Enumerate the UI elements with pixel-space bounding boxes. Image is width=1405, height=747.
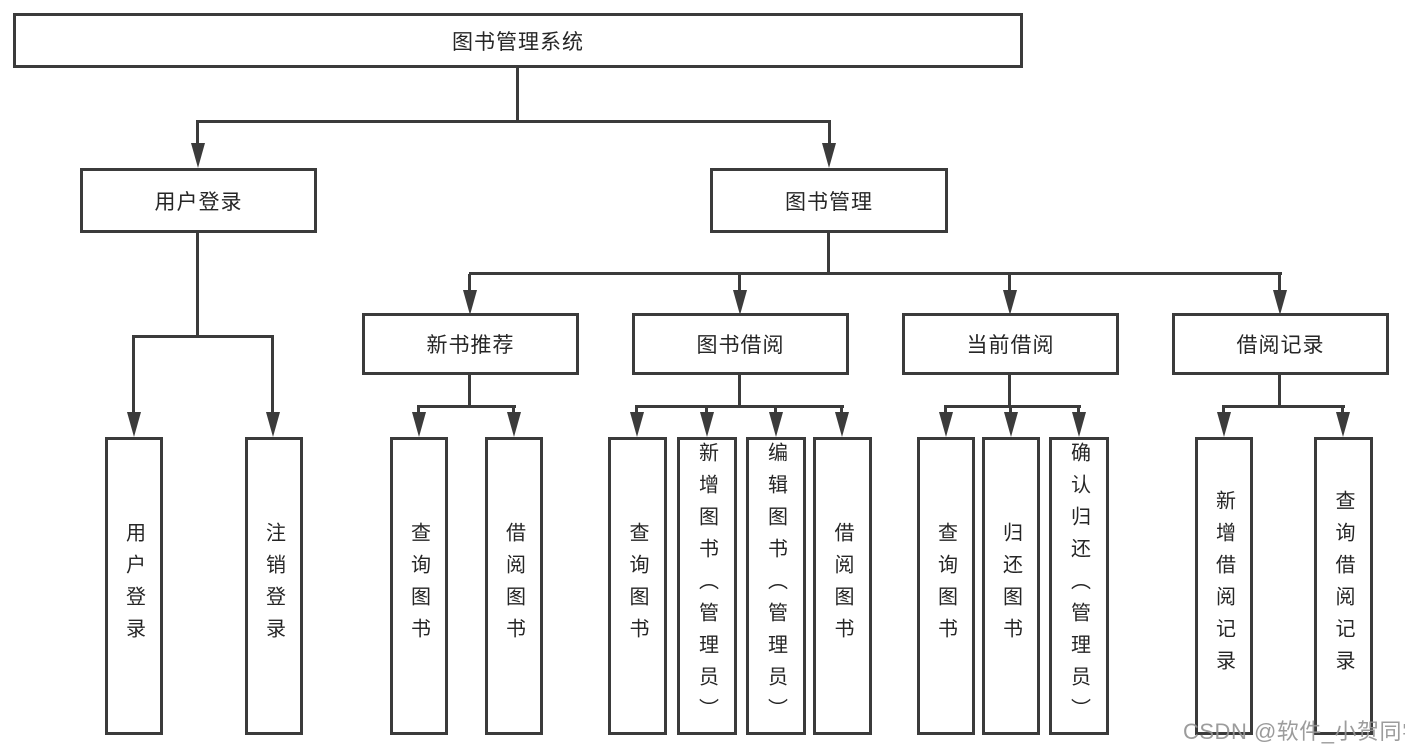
arrowhead-icon <box>463 290 477 315</box>
arrowhead-icon <box>939 412 953 437</box>
connector-user-bar <box>133 335 274 338</box>
connector-mgmt-drop-1 <box>468 274 471 292</box>
connector-borrow-drop-2 <box>705 405 708 414</box>
node-book-borrow: 图书借阅 <box>632 313 849 375</box>
connector-user-trunk <box>196 233 199 335</box>
connector-borrow-trunk <box>738 375 741 406</box>
leaf-borrow-query-books: 查询图书 <box>608 437 667 735</box>
arrowhead-icon <box>835 412 849 437</box>
connector-rec-drop-2 <box>512 405 515 414</box>
node-current-borrow: 当前借阅 <box>902 313 1119 375</box>
connector-records-trunk <box>1278 375 1281 406</box>
connector-rec-bar <box>417 405 516 408</box>
connector-current-drop-3 <box>1077 405 1080 414</box>
connector-records-drop-1 <box>1222 405 1225 414</box>
connector-current-drop-2 <box>1009 405 1012 414</box>
arrowhead-icon <box>127 412 141 437</box>
leaf-current-query-books: 查询图书 <box>917 437 975 735</box>
arrowhead-icon <box>1072 412 1086 437</box>
leaf-rec-borrow-books: 借阅图书 <box>485 437 543 735</box>
arrowhead-icon <box>769 412 783 437</box>
leaf-return-books: 归还图书 <box>982 437 1040 735</box>
arrowhead-icon <box>507 412 521 437</box>
arrowhead-icon <box>191 143 205 168</box>
arrowhead-icon <box>1217 412 1231 437</box>
arrowhead-icon <box>1004 412 1018 437</box>
leaf-borrow-books: 借阅图书 <box>813 437 872 735</box>
connector-mgmt-drop-3 <box>1008 274 1011 292</box>
connector-borrow-drop-3 <box>774 405 777 414</box>
connector-borrow-bar <box>636 405 844 408</box>
arrowhead-icon <box>700 412 714 437</box>
leaf-add-borrow-record: 新增借阅记录 <box>1195 437 1253 735</box>
arrowhead-icon <box>1273 290 1287 315</box>
leaf-query-borrow-record: 查询借阅记录 <box>1314 437 1373 735</box>
leaf-confirm-return-admin: 确认归还（管理员） <box>1049 437 1109 735</box>
connector-root-bar <box>197 120 831 123</box>
connector-root-trunk <box>516 68 519 120</box>
arrowhead-icon <box>1003 290 1017 315</box>
leaf-logout: 注销登录 <box>245 437 303 735</box>
connector-mgmt-trunk <box>827 233 830 274</box>
csdn-watermark: CSDN @软件_小贺同学 <box>1183 719 1405 744</box>
connector-records-drop-2 <box>1341 405 1344 414</box>
leaf-user-login: 用户登录 <box>105 437 163 735</box>
leaf-rec-query-books: 查询图书 <box>390 437 448 735</box>
connector-rec-drop-1 <box>417 405 420 414</box>
node-root-title: 图书管理系统 <box>13 13 1023 68</box>
node-new-book-recommend: 新书推荐 <box>362 313 579 375</box>
connector-current-bar <box>945 405 1081 408</box>
arrowhead-icon <box>630 412 644 437</box>
connector-current-drop-1 <box>944 405 947 414</box>
arrowhead-icon <box>412 412 426 437</box>
connector-mgmt-bar <box>469 272 1282 275</box>
connector-user-drop-1 <box>132 335 135 413</box>
connector-borrow-drop-4 <box>840 405 843 414</box>
connector-mgmt-drop-2 <box>738 274 741 292</box>
leaf-edit-books-admin: 编辑图书（管理员） <box>746 437 806 735</box>
connector-user-drop-2 <box>271 335 274 413</box>
leaf-add-books-admin: 新增图书（管理员） <box>677 437 737 735</box>
arrowhead-icon <box>733 290 747 315</box>
connector-root-drop-right <box>828 120 831 145</box>
node-borrow-records: 借阅记录 <box>1172 313 1389 375</box>
connector-current-trunk <box>1008 375 1011 406</box>
connector-root-drop-left <box>196 120 199 145</box>
connector-rec-trunk <box>468 375 471 406</box>
arrowhead-icon <box>1336 412 1350 437</box>
connector-records-bar <box>1223 405 1345 408</box>
node-book-management: 图书管理 <box>710 168 948 233</box>
arrowhead-icon <box>266 412 280 437</box>
arrowhead-icon <box>822 143 836 168</box>
connector-borrow-drop-1 <box>635 405 638 414</box>
node-user-login: 用户登录 <box>80 168 317 233</box>
connector-mgmt-drop-4 <box>1278 274 1281 292</box>
